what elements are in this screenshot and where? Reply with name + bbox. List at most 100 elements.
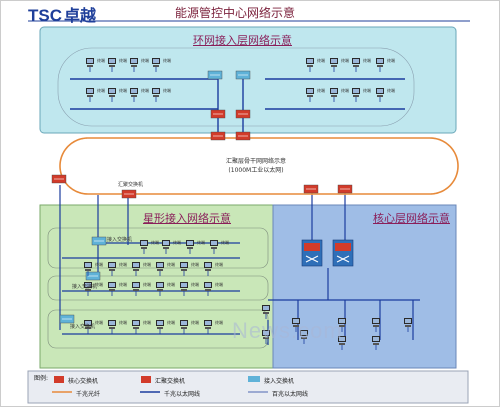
terminal-pc-icon: 终端 [204, 319, 223, 334]
access-switch-icon [59, 314, 75, 324]
terminal-label: 终端 [95, 319, 103, 325]
terminal-pc-icon: 终端 [156, 319, 175, 334]
terminal-pc-icon: 终端 [186, 239, 205, 254]
terminal-label: 终端 [151, 239, 159, 245]
access-switch-icon [85, 271, 101, 281]
switch-layer [51, 70, 354, 324]
terminal-label: 终端 [119, 57, 127, 63]
terminal-pc-icon [292, 318, 300, 332]
access-switch-label-3: 接入交换机 [70, 324, 96, 330]
terminal-label: 终端 [317, 57, 325, 63]
terminal-pc-icon [262, 330, 270, 344]
terminal-label: 终端 [221, 239, 229, 245]
terminal-pc-icon: 终端 [84, 261, 103, 276]
terminal-label: 终端 [163, 57, 171, 63]
legend-access-switch: 接入交换机 [264, 378, 295, 385]
terminal-label: 终端 [97, 57, 105, 63]
access-switch-label-2: 接入交换机 [72, 284, 98, 290]
legend-fiber: 千兆光纤 [76, 391, 101, 398]
terminal-label: 终端 [95, 261, 103, 267]
terminal-pc-icon: 终端 [130, 57, 149, 72]
agg-switch-icon [121, 189, 137, 199]
access-switch-icon [207, 70, 223, 80]
terminal-pc-icon: 终端 [108, 261, 127, 276]
terminal-label: 终端 [191, 261, 199, 267]
backbone-label-line1: 汇聚层骨干网网络示意 [225, 158, 286, 165]
terminal-pc-icon: 终端 [306, 57, 325, 72]
terminal-label: 终端 [119, 261, 127, 267]
agg-switch-label: 汇聚交换机 [118, 182, 144, 188]
terminal-pc-icon [404, 318, 412, 332]
terminal-pc-icon: 终端 [180, 261, 199, 276]
terminal-pc-icon [372, 336, 380, 350]
terminal-label: 终端 [141, 87, 149, 93]
terminal-label: 终端 [191, 281, 199, 287]
terminal-label: 终端 [173, 239, 181, 245]
terminal-label: 终端 [363, 57, 371, 63]
agg-switch-icon [337, 184, 353, 194]
access-switch-label-1: 接入交换机 [107, 237, 133, 243]
legend-gige: 千兆以太网线 [164, 391, 201, 398]
terminal-pc-icon: 终端 [352, 87, 371, 102]
terminal-pc-icon [372, 318, 380, 332]
terminal-label: 终端 [363, 87, 371, 93]
terminal-label: 终端 [119, 281, 127, 287]
terminal-pc-icon: 终端 [108, 319, 127, 334]
watermark: News.com [232, 318, 343, 343]
agg-switch-icon [210, 131, 226, 141]
terminal-label: 终端 [97, 87, 105, 93]
terminal-label: 终端 [143, 319, 151, 325]
terminal-label: 终端 [215, 261, 223, 267]
backbone-ring [59, 137, 459, 195]
terminal-label: 终端 [341, 87, 349, 93]
terminal-pc-icon: 终端 [156, 261, 175, 276]
terminal-label: 终端 [163, 87, 171, 93]
terminal-label: 终端 [191, 319, 199, 325]
terminal-label: 终端 [215, 281, 223, 287]
terminal-label: 终端 [167, 281, 175, 287]
terminal-label: 终端 [197, 239, 205, 245]
legend-title: 图例: [34, 375, 49, 382]
star-access-title: 星形接入网络示意 [143, 212, 231, 225]
agg-switch-icon [51, 174, 67, 184]
terminal-pc-icon: 终端 [108, 57, 127, 72]
terminal-label: 终端 [119, 319, 127, 325]
backbone-label-line2: (1000M工业以太网) [228, 167, 284, 174]
terminal-pc-icon: 终端 [156, 281, 175, 296]
terminal-pc-icon: 终端 [352, 57, 371, 72]
terminal-pc-icon: 终端 [132, 261, 151, 276]
terminal-label: 终端 [317, 87, 325, 93]
terminal-pc-icon: 终端 [162, 239, 181, 254]
terminal-pc-icon: 终端 [330, 57, 349, 72]
terminal-label: 终端 [167, 319, 175, 325]
core-switch-icon [332, 239, 354, 267]
agg-switch-icon [303, 184, 319, 194]
agg-switch-icon [235, 131, 251, 141]
terminal-pc-icon: 终端 [210, 239, 229, 254]
legend-fe: 百兆以太网线 [272, 391, 309, 398]
terminal-pc-icon: 终端 [84, 319, 103, 334]
terminal-pc-icon: 终端 [132, 281, 151, 296]
terminal-label: 终端 [341, 57, 349, 63]
terminal-pc-icon: 终端 [108, 87, 127, 102]
terminal-pc-icon: 终端 [306, 87, 325, 102]
ring-access-title: 环网接入层网络示意 [193, 34, 292, 47]
terminal-label: 终端 [387, 87, 395, 93]
terminal-pc-icon: 终端 [86, 57, 105, 72]
terminal-pc-icon: 终端 [376, 57, 395, 72]
legend-agg-switch: 汇聚交换机 [155, 378, 186, 385]
logo-text: TSC [28, 6, 62, 25]
core-buses [267, 195, 420, 345]
terminal-label: 终端 [387, 57, 395, 63]
terminal-pc-icon: 终端 [132, 319, 151, 334]
legend-core-switch: 核心交换机 [68, 378, 99, 385]
page-title: 能源管控中心网络示意 [175, 6, 296, 20]
terminal-label: 终端 [143, 281, 151, 287]
terminal-pc-icon: 终端 [376, 87, 395, 102]
core-switch-icon [301, 239, 323, 267]
terminal-pc-icon: 终端 [330, 87, 349, 102]
terminal-pc-icon: 终端 [84, 281, 103, 296]
terminal-pc-icon [300, 330, 308, 344]
